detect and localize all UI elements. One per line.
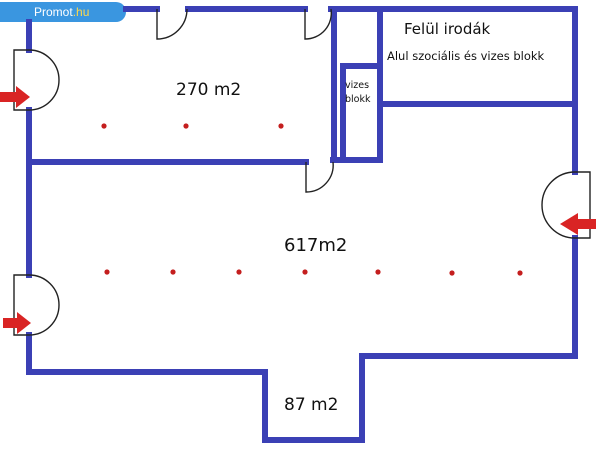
light-point [236,269,242,275]
site-badge[interactable]: Promot.hu [0,2,126,22]
light-point [375,269,381,275]
door-top-right[interactable] [304,8,333,40]
light-points [101,123,523,276]
offices-title: Felül irodák [404,20,491,38]
entrance-arrow-left-upper [0,86,30,108]
light-point [517,270,523,276]
area-label-top-room: 270 m2 [176,80,241,100]
entrance-arrow-right [560,213,596,235]
area-label-annex: 87 m2 [284,395,338,415]
entrance-arrow-left-lower [3,312,31,334]
badge-brand: Promot [34,5,73,19]
door-right[interactable] [541,171,591,239]
doors [13,8,591,336]
walls [26,6,578,443]
badge-suffix: .hu [72,5,90,19]
door-left-upper[interactable] [13,49,60,111]
door-top-left[interactable] [156,8,188,40]
entrance-arrows [0,86,596,334]
light-point [183,123,189,129]
light-point [104,269,110,275]
offices-subtitle: Alul szociális és vizes blokk [387,49,545,63]
light-point [302,269,308,275]
light-point [170,269,176,275]
door-middle[interactable] [305,161,334,193]
door-left-lower[interactable] [13,274,60,336]
wc-label-line1: vizes [345,80,369,91]
light-point [449,270,455,276]
area-label-main-hall: 617m2 [284,235,347,256]
light-point [101,123,107,129]
wc-label-line2: blokk [345,94,371,105]
light-point [278,123,284,129]
